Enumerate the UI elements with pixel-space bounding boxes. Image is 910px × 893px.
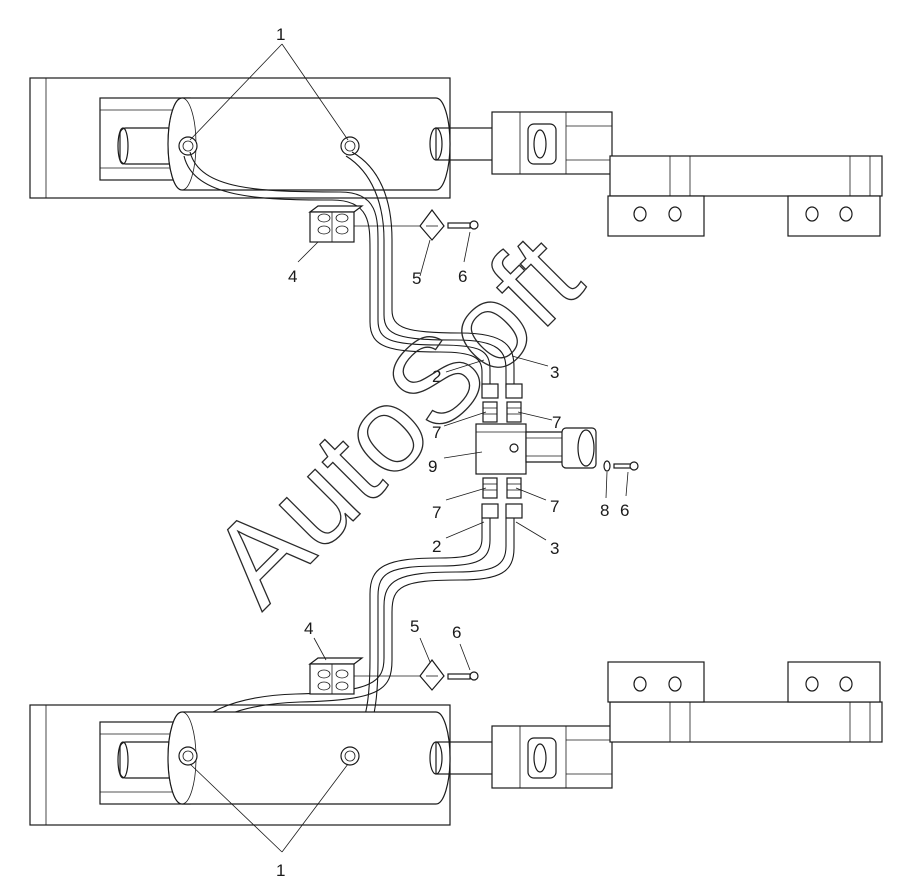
bottom-cylinder-assembly — [29, 661, 883, 826]
callout-mid-7-ll: 7 — [432, 503, 441, 522]
bottom-cylinder-barrel — [167, 711, 451, 805]
bottom-left-fitting — [178, 746, 198, 766]
callout-mid-7-lr: 7 — [550, 497, 559, 516]
callout-top-6: 6 — [458, 267, 467, 286]
callout-mid-7-ur: 7 — [552, 413, 561, 432]
callout-mid-3-upper: 3 — [550, 363, 559, 382]
callout-top-5: 5 — [412, 269, 421, 288]
callout-mid-8: 8 — [600, 501, 609, 520]
bottom-clamp-plate — [419, 659, 445, 691]
bottom-bolt — [447, 671, 479, 681]
top-cylinder-assembly — [29, 77, 883, 237]
bottom-right-fitting — [340, 746, 360, 766]
callout-mid-2-lower: 2 — [432, 537, 441, 556]
top-clevis — [491, 111, 613, 175]
washer — [603, 460, 611, 472]
callout-bot-1: 1 — [276, 861, 285, 880]
callout-mid-9: 9 — [428, 457, 437, 476]
top-right-fitting — [340, 136, 360, 156]
callout-top-1: 1 — [276, 25, 285, 44]
top-lever-bar — [609, 155, 883, 197]
mid-bolt — [613, 461, 639, 471]
bottom-hose-clamp — [308, 657, 420, 695]
callout-mid-6: 6 — [620, 501, 629, 520]
callout-mid-2-upper: 2 — [432, 367, 441, 386]
callout-top-4: 4 — [288, 267, 297, 286]
top-left-fitting — [178, 136, 198, 156]
bottom-lever-bar — [609, 701, 883, 743]
callout-bot-5: 5 — [410, 617, 419, 636]
callout-mid-3-lower: 3 — [550, 539, 559, 558]
callout-bot-6: 6 — [452, 623, 461, 642]
bottom-clevis — [491, 725, 613, 789]
top-hose-clamp — [308, 205, 420, 243]
valve-block — [475, 383, 597, 519]
top-bolt — [447, 220, 479, 230]
callout-bot-4: 4 — [304, 619, 313, 638]
top-clamp-plate — [419, 209, 445, 241]
watermark-text: AutoSoft — [186, 210, 606, 630]
callout-mid-7-ul: 7 — [432, 423, 441, 442]
top-hoses — [183, 151, 515, 388]
